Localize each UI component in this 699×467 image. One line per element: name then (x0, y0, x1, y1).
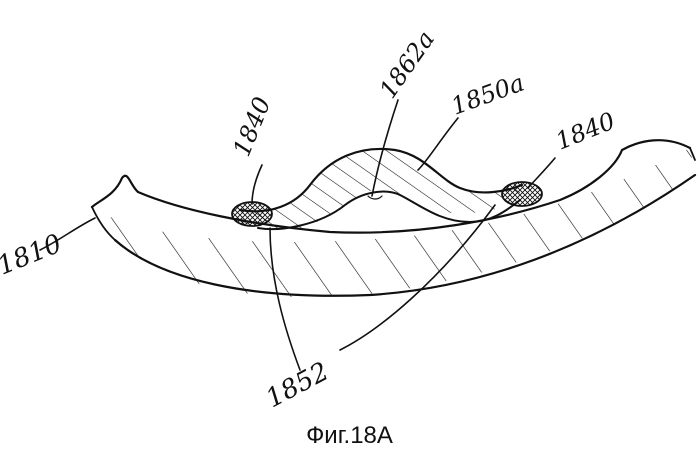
label-1862a: 1862a (374, 26, 440, 104)
seal-1840-left (232, 202, 272, 226)
label-1850a: 1850a (447, 69, 527, 121)
label-1810: 1810 (0, 229, 66, 282)
label-1840-right: 1840 (552, 107, 619, 156)
seal-1840-right (502, 182, 542, 206)
label-1840-left: 1840 (228, 93, 277, 160)
figure-caption: Фиг.18A (0, 422, 699, 450)
raised-member-1850a (240, 149, 522, 230)
